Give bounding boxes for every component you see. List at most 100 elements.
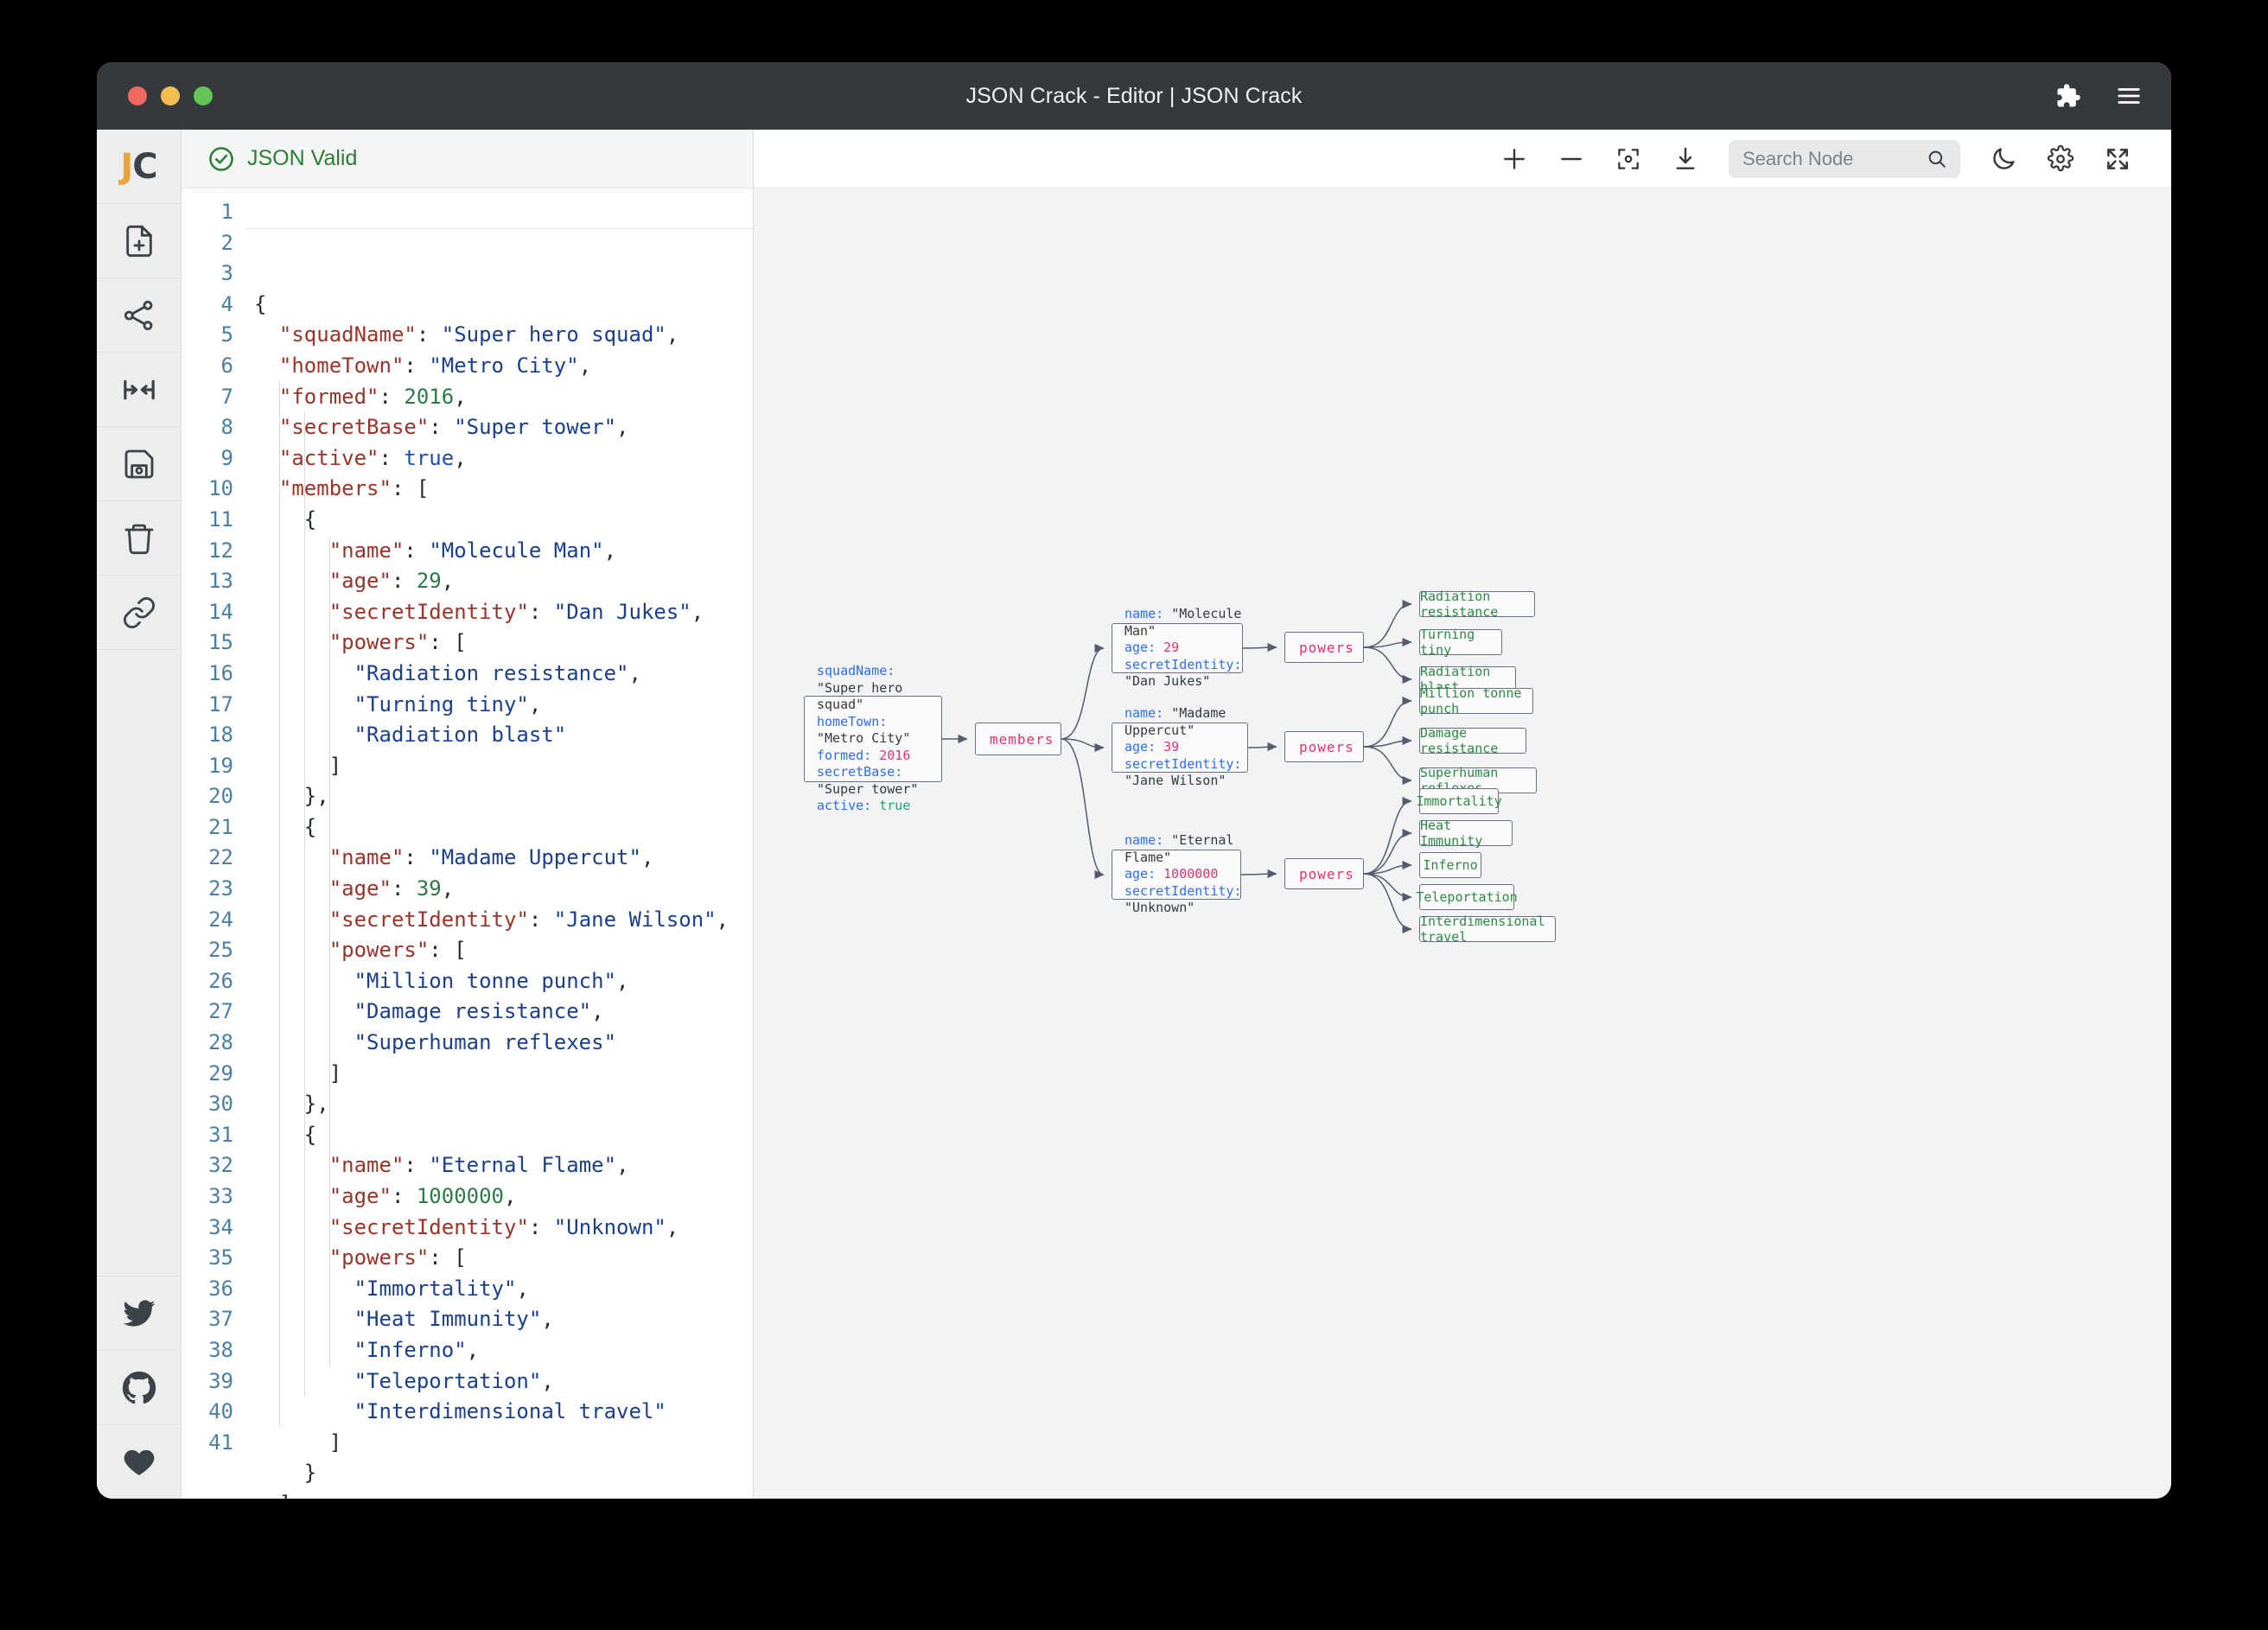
line-number: 16	[208, 660, 233, 685]
code-line[interactable]: "Interdimensional travel"	[354, 1399, 666, 1424]
node-value: 1000000	[1163, 866, 1219, 882]
logo-j: J	[120, 146, 133, 187]
graph-node-root[interactable]: squadName: "Super hero squad"homeTown: "…	[804, 663, 942, 813]
share-nodes-icon[interactable]	[97, 278, 181, 353]
line-number: 11	[208, 506, 233, 532]
extensions-icon[interactable]	[2055, 83, 2081, 109]
collapse-expand-icon[interactable]	[97, 353, 181, 427]
code-line[interactable]: "secretBase": "Super tower",	[278, 415, 629, 440]
code-line[interactable]: "homeTown": "Metro City",	[278, 353, 592, 378]
maximize-button[interactable]	[194, 86, 213, 105]
gear-icon[interactable]	[2047, 144, 2074, 173]
code-line[interactable]: "Turning tiny",	[354, 691, 542, 716]
line-number: 29	[208, 1060, 233, 1086]
code-line[interactable]: "Teleportation",	[354, 1368, 554, 1393]
code-line[interactable]: "Radiation blast"	[354, 723, 567, 748]
center-view-icon[interactable]	[1615, 145, 1642, 173]
code-line[interactable]: "secretIdentity": "Jane Wilson",	[328, 907, 729, 932]
code-line[interactable]: "Superhuman reflexes"	[354, 1030, 617, 1055]
node-value: "Madame Uppercut"	[1124, 705, 1226, 738]
code-line[interactable]: "powers": [	[328, 630, 467, 655]
zoom-out-icon[interactable]	[1558, 145, 1585, 173]
graph-node-power-leaf[interactable]: Radiation resistance	[1419, 589, 1535, 620]
delete-icon[interactable]	[97, 501, 181, 576]
code-line[interactable]: }	[254, 1461, 317, 1486]
code-line[interactable]: "Damage resistance",	[354, 999, 604, 1024]
code-line[interactable]: },	[254, 784, 329, 809]
close-button[interactable]	[128, 86, 147, 105]
code-line[interactable]: "age": 39,	[328, 876, 455, 901]
download-icon[interactable]	[1672, 145, 1699, 173]
code-line[interactable]: },	[254, 1092, 329, 1117]
menu-icon[interactable]	[2116, 83, 2142, 109]
minimize-button[interactable]	[161, 86, 180, 105]
code-line[interactable]: ]	[254, 1060, 342, 1086]
line-number: 3	[220, 261, 233, 286]
code-line[interactable]: "Heat Immunity",	[354, 1307, 554, 1332]
code-line[interactable]: "age": 1000000,	[328, 1184, 517, 1208]
search-node-box[interactable]	[1729, 139, 1960, 178]
code-line[interactable]: "Radiation resistance",	[354, 660, 641, 685]
zoom-in-icon[interactable]	[1500, 145, 1528, 173]
graph-node-power-leaf[interactable]: Million tonne punch	[1419, 685, 1533, 716]
code-line[interactable]: "powers": [	[328, 938, 467, 963]
node-row: name: "Madame Uppercut"	[1124, 705, 1241, 739]
graph-node-power-leaf[interactable]: Damage resistance	[1419, 725, 1526, 756]
code-line[interactable]: "secretIdentity": "Unknown",	[328, 1214, 679, 1239]
code-line[interactable]: "Inferno",	[354, 1337, 480, 1362]
graph-canvas[interactable]: squadName: "Super hero squad"homeTown: "…	[754, 188, 2171, 1499]
code-line[interactable]: {	[254, 1122, 317, 1147]
graph-node-members[interactable]: members	[975, 723, 1061, 755]
code-line[interactable]: "name": "Eternal Flame",	[328, 1153, 629, 1178]
link-icon[interactable]	[97, 576, 181, 650]
graph-node-power-leaf[interactable]: Teleportation	[1416, 884, 1518, 910]
graph-node-powers-1[interactable]: powers	[1284, 632, 1364, 663]
indent-guide	[303, 412, 305, 1398]
fullscreen-icon[interactable]	[2104, 145, 2131, 173]
graph-edge	[1363, 637, 1412, 648]
code-content[interactable]: { "squadName": "Super hero squad", "home…	[245, 188, 753, 1499]
code-line[interactable]: ]	[254, 1489, 753, 1499]
node-row: secretIdentity: "Unknown"	[1124, 883, 1241, 917]
graph-node-power-leaf[interactable]: Heat Immunity	[1419, 818, 1513, 849]
code-line[interactable]: "active": true,	[278, 445, 467, 470]
graph-node-power-leaf[interactable]: Inferno	[1419, 852, 1481, 878]
code-line[interactable]: {	[254, 291, 267, 316]
search-input[interactable]	[1742, 147, 1919, 170]
new-document-icon[interactable]	[97, 204, 181, 278]
code-line[interactable]: "age": 29,	[328, 569, 455, 594]
code-line[interactable]: "name": "Madame Uppercut",	[328, 845, 654, 870]
code-line[interactable]: ]	[254, 753, 342, 778]
graph-edge	[1240, 869, 1277, 879]
code-line[interactable]: "formed": 2016,	[278, 384, 467, 409]
graph-node-power-leaf[interactable]: Interdimensional travel	[1419, 914, 1556, 945]
code-line[interactable]: {	[254, 506, 317, 532]
code-line[interactable]: "Million tonne punch",	[354, 968, 629, 993]
graph-node-powers-2[interactable]: powers	[1284, 731, 1364, 762]
github-icon[interactable]	[97, 1350, 181, 1424]
save-icon[interactable]	[97, 427, 181, 501]
moon-icon[interactable]	[1990, 145, 2017, 173]
code-line[interactable]: "squadName": "Super hero squad",	[278, 322, 679, 347]
twitter-icon[interactable]	[97, 1276, 181, 1350]
graph-node-powers-3[interactable]: powers	[1284, 858, 1364, 889]
line-number: 35	[208, 1245, 233, 1270]
code-line[interactable]: ]	[254, 1429, 342, 1455]
code-line[interactable]: "powers": [	[328, 1245, 467, 1270]
code-line[interactable]: "members": [	[278, 476, 430, 501]
line-number: 30	[208, 1092, 233, 1117]
node-key: active:	[817, 798, 880, 814]
line-number: 39	[208, 1368, 233, 1393]
code-line[interactable]: "Immortality",	[354, 1276, 529, 1301]
jsoncrack-logo[interactable]: JC	[97, 130, 181, 204]
code-line[interactable]: {	[254, 814, 317, 839]
graph-node-power-leaf[interactable]: Immortality	[1416, 788, 1502, 814]
code-line[interactable]: "secretIdentity": "Dan Jukes",	[328, 599, 704, 624]
code-line[interactable]: "name": "Molecule Man",	[328, 538, 617, 563]
graph-node-power-leaf[interactable]: Turning tiny	[1419, 627, 1502, 658]
heart-icon[interactable]	[97, 1424, 181, 1499]
